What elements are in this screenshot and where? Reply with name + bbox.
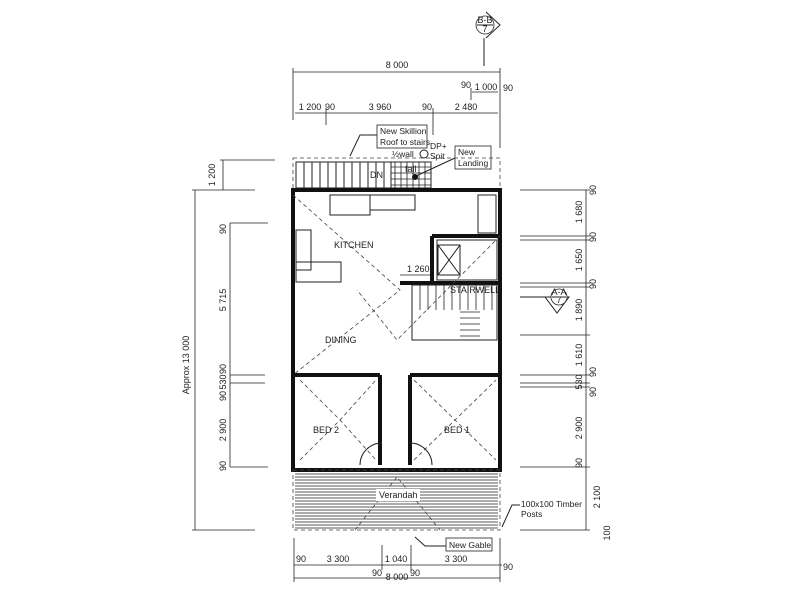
- room-label-verandah: Verandah: [379, 490, 418, 500]
- dim-text: 1 000: [475, 82, 498, 92]
- dim-approx-13000: Approx 13 000: [181, 336, 191, 395]
- note-half-wall: ½wall: [392, 149, 414, 159]
- dim-text: 90: [503, 562, 513, 572]
- dim-text: 3 300: [327, 554, 350, 564]
- dim-text: 100: [602, 525, 612, 540]
- right-dimensions: 90 1 680 90 1 650 90 1 890 1 610 90 530 …: [520, 185, 612, 541]
- dim-overall-width: 8 000: [386, 60, 409, 70]
- dim-text: 1 200: [299, 102, 322, 112]
- note-dp: Spit: [430, 151, 445, 161]
- dim-text: 1 890: [574, 299, 584, 322]
- top-dimensions: 8 000 90 1 000 90 1 200 90 3 960 90 2 48…: [292, 60, 513, 148]
- dim-text: 90: [588, 367, 598, 377]
- note-timber-posts: Posts: [521, 509, 542, 519]
- dim-text: 1 200: [207, 164, 217, 187]
- room-label-bed2: BED 2: [313, 425, 339, 435]
- dim-text: 1 650: [574, 249, 584, 272]
- room-label-dining: DINING: [325, 335, 357, 345]
- dim-text: 2 480: [455, 102, 478, 112]
- dim-text: 90: [588, 232, 598, 242]
- note-skillion: Roof to stairs: [380, 137, 430, 147]
- dim-kitchen: 1 260: [407, 264, 430, 274]
- dim-text: 90: [296, 554, 306, 564]
- note-landing: New: [458, 147, 476, 157]
- dim-text: 90: [218, 224, 228, 234]
- dim-text: 2 900: [218, 419, 228, 442]
- section-bb-label: B-B: [477, 15, 492, 25]
- rear-stairs: DN fall: [292, 157, 501, 191]
- annotations-top: New Skillion Roof to stairs ½wall DP+ Sp…: [349, 124, 492, 180]
- dim-text: 90: [588, 387, 598, 397]
- dim-text: 90: [372, 568, 382, 578]
- dim-text: 90: [218, 391, 228, 401]
- dim-text: 90: [588, 279, 598, 289]
- bottom-dimensions: 90 3 300 90 1 040 90 3 300 90 8 000: [293, 538, 513, 582]
- dim-text: 90: [410, 568, 420, 578]
- room-label-kitchen: KITCHEN: [334, 240, 374, 250]
- note-new-gable: New Gable: [449, 540, 491, 550]
- building-walls: [291, 188, 502, 472]
- dim-text: 1 680: [574, 201, 584, 224]
- dim-text: 1 610: [574, 344, 584, 367]
- section-aa-sheet: 7: [556, 295, 561, 305]
- left-dimensions: 1 200 Approx 13 000 90 5 715 90 530 90 2…: [181, 159, 275, 531]
- note-dp: DP+: [430, 141, 447, 151]
- dim-text: 3 300: [445, 554, 468, 564]
- section-marker-bb: B-B 7: [475, 11, 501, 66]
- dn-label: DN: [370, 170, 383, 180]
- section-aa-label: A-A: [551, 287, 566, 297]
- dim-text: 3 960: [369, 102, 392, 112]
- dim-text: 530: [218, 374, 228, 389]
- dim-text: 90: [218, 364, 228, 374]
- room-label-bed1: BED 1: [444, 425, 470, 435]
- dim-text: 90: [588, 185, 598, 195]
- room-label-stairwell: STAIRWELL: [450, 285, 500, 295]
- dim-text: 1 040: [385, 554, 408, 564]
- dim-text: 530: [574, 374, 584, 389]
- dim-text: 90: [461, 80, 471, 90]
- note-landing: Landing: [458, 158, 489, 168]
- verandah: Verandah 100x100 Timber Posts New Gable: [292, 469, 582, 552]
- dim-overall-bottom: 8 000: [386, 572, 409, 582]
- dim-text: 90: [422, 102, 432, 112]
- dim-text: 90: [325, 102, 335, 112]
- dim-text: 90: [574, 458, 584, 468]
- dim-text: 2 900: [574, 417, 584, 440]
- dim-text: 90: [218, 461, 228, 471]
- dim-text: 90: [503, 83, 513, 93]
- dim-text: 5 715: [218, 289, 228, 312]
- note-skillion: New Skillion: [380, 126, 427, 136]
- dim-text: 2 100: [592, 486, 602, 509]
- fall-label: fall: [405, 164, 417, 174]
- section-bb-sheet: 7: [482, 24, 487, 34]
- note-timber-posts: 100x100 Timber: [521, 499, 582, 509]
